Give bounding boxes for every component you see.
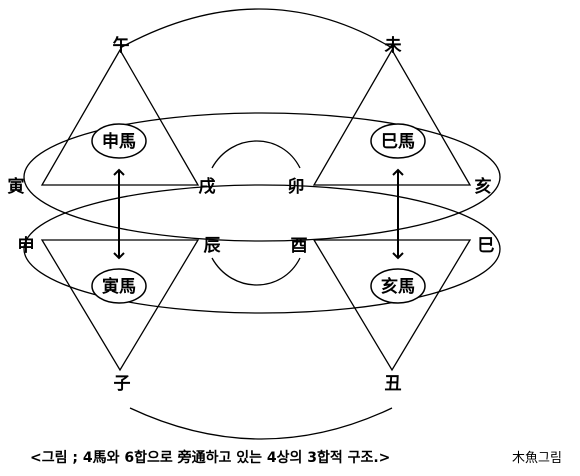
hai-ma-label: 亥馬 (381, 276, 415, 297)
node-chou: 丑 (385, 374, 402, 394)
node-wei: 未 (384, 35, 402, 56)
node-zi: 子 (114, 374, 131, 394)
node-si: 巳 (478, 236, 495, 256)
node-yin: 寅 (8, 176, 25, 197)
triangle-right-upper (312, 48, 472, 186)
shen-ma-oval (91, 123, 147, 159)
triangle-left-lower (40, 239, 200, 372)
lower-ellipse (23, 184, 501, 314)
node-hai: 亥 (475, 176, 492, 197)
yin-ma-label: 寅馬 (102, 276, 136, 297)
node-you: 酉 (291, 236, 308, 256)
node-wu: 午 (113, 35, 130, 56)
hai-ma-oval (370, 268, 426, 304)
yin-ma-oval (91, 268, 147, 304)
bottom-arc (129, 407, 393, 440)
node-chen: 辰 (204, 236, 222, 256)
upper-ellipse (23, 112, 501, 242)
node-shen: 申 (18, 235, 35, 256)
node-xu: 戌 (199, 176, 216, 197)
triangle-right-lower (312, 239, 472, 372)
caption-credit: 木魚그림 (512, 451, 562, 466)
inner-lower-arc (211, 257, 301, 286)
caption-main: <그림 ; 4馬와 6합으로 旁通하고 있는 4상의 3합적 구조.> (30, 449, 390, 466)
shen-ma-label: 申馬 (102, 131, 136, 152)
top-arc (119, 8, 393, 49)
si-ma-label: 巳馬 (381, 132, 415, 152)
si-ma-oval (370, 123, 426, 159)
inner-upper-arc (211, 140, 301, 169)
node-mao: 卯 (288, 177, 305, 197)
